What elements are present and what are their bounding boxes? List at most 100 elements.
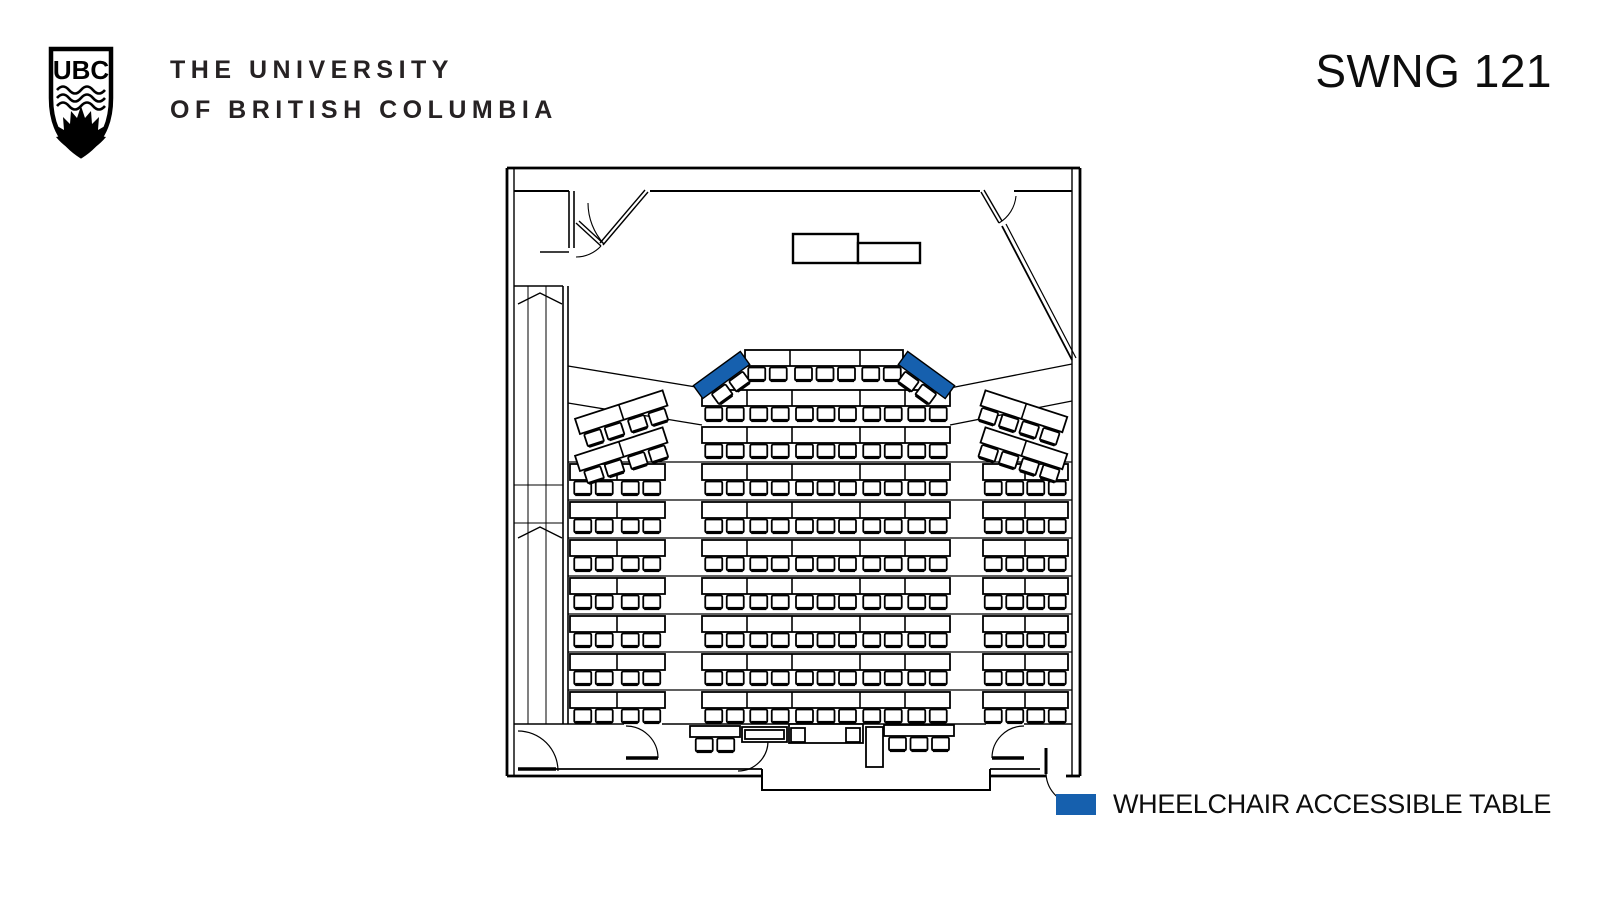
- chair: [907, 556, 927, 573]
- chair: [594, 594, 614, 611]
- table-left: [569, 615, 666, 649]
- chair: [642, 594, 662, 611]
- chair: [795, 406, 814, 423]
- chair: [907, 480, 927, 497]
- chair: [861, 366, 881, 383]
- chair: [620, 518, 640, 535]
- chair: [704, 632, 724, 649]
- av-console: [865, 726, 884, 768]
- chair: [1047, 556, 1067, 573]
- table-center: [701, 577, 951, 611]
- chair: [1005, 632, 1025, 649]
- chair: [704, 518, 724, 535]
- chair: [883, 670, 903, 687]
- chair: [816, 443, 836, 460]
- university-name-line2: OF BRITISH COLUMBIA: [170, 96, 558, 124]
- ramp-arrow-icon: [517, 292, 563, 305]
- chair: [627, 414, 649, 434]
- chair: [838, 670, 857, 687]
- legend-swatch: [1056, 794, 1096, 815]
- table-left: [569, 691, 666, 725]
- chair: [1047, 670, 1067, 687]
- chair: [627, 451, 649, 471]
- chair: [795, 670, 814, 687]
- chair: [838, 443, 857, 460]
- table-left: [569, 539, 666, 573]
- chair: [928, 480, 948, 497]
- wave-bar: [56, 93, 106, 103]
- chair: [642, 480, 662, 497]
- chair: [1005, 670, 1025, 687]
- chair: [694, 737, 714, 754]
- chair: [770, 518, 790, 535]
- chair: [642, 518, 662, 535]
- chair: [1047, 632, 1067, 649]
- chair: [768, 366, 788, 383]
- table-angled: [977, 426, 1069, 484]
- chair: [862, 406, 882, 423]
- chair: [907, 670, 927, 687]
- chair: [1005, 480, 1025, 497]
- chair: [620, 708, 640, 725]
- university-name-line1: THE UNIVERSITY: [170, 56, 454, 84]
- chair: [725, 594, 745, 611]
- chair: [977, 444, 999, 464]
- chair: [573, 670, 593, 687]
- chair: [770, 443, 790, 460]
- chair: [749, 556, 769, 573]
- chair: [883, 406, 903, 423]
- chair: [704, 443, 724, 460]
- vestibule-alcove: [761, 769, 991, 791]
- door-arc: [991, 725, 1025, 759]
- chair: [1026, 670, 1046, 687]
- chair: [711, 383, 734, 406]
- chair: [794, 366, 813, 383]
- chair: [816, 632, 836, 649]
- chair: [594, 708, 614, 725]
- chair: [838, 594, 857, 611]
- door-leaf: [602, 191, 649, 246]
- chair: [1026, 632, 1046, 649]
- table-left: [569, 501, 666, 535]
- chair: [1005, 594, 1025, 611]
- chair: [620, 556, 640, 573]
- chair: [594, 670, 614, 687]
- chair: [594, 632, 614, 649]
- chair: [1039, 427, 1061, 447]
- table-left: [569, 577, 666, 611]
- table-right: [982, 653, 1069, 687]
- chair: [1047, 518, 1067, 535]
- chair: [862, 518, 882, 535]
- table-center: [701, 389, 951, 423]
- table-angled: [573, 426, 669, 485]
- chair: [983, 556, 1003, 573]
- chair: [837, 366, 856, 383]
- ubc-shield-icon: UBC: [48, 46, 114, 159]
- chair: [909, 736, 929, 753]
- chair: [583, 428, 605, 448]
- chair: [907, 443, 927, 460]
- chair: [883, 556, 903, 573]
- chair: [603, 458, 626, 479]
- table-center: [701, 539, 951, 573]
- chair: [882, 366, 902, 383]
- chair: [862, 594, 882, 611]
- chair: [795, 480, 814, 497]
- chair: [642, 556, 662, 573]
- chair: [749, 443, 769, 460]
- chair: [620, 480, 640, 497]
- chair: [1039, 464, 1061, 484]
- door-arc: [737, 740, 769, 772]
- chair: [770, 594, 790, 611]
- chair: [749, 632, 769, 649]
- chair: [594, 556, 614, 573]
- door-leaf: [575, 222, 602, 247]
- chair: [816, 556, 836, 573]
- chair: [931, 736, 950, 753]
- table-center: [701, 691, 951, 725]
- door-arc: [625, 725, 659, 759]
- chair: [862, 443, 882, 460]
- av-console: [845, 727, 861, 743]
- chair: [928, 708, 948, 725]
- wave-bar: [56, 85, 106, 95]
